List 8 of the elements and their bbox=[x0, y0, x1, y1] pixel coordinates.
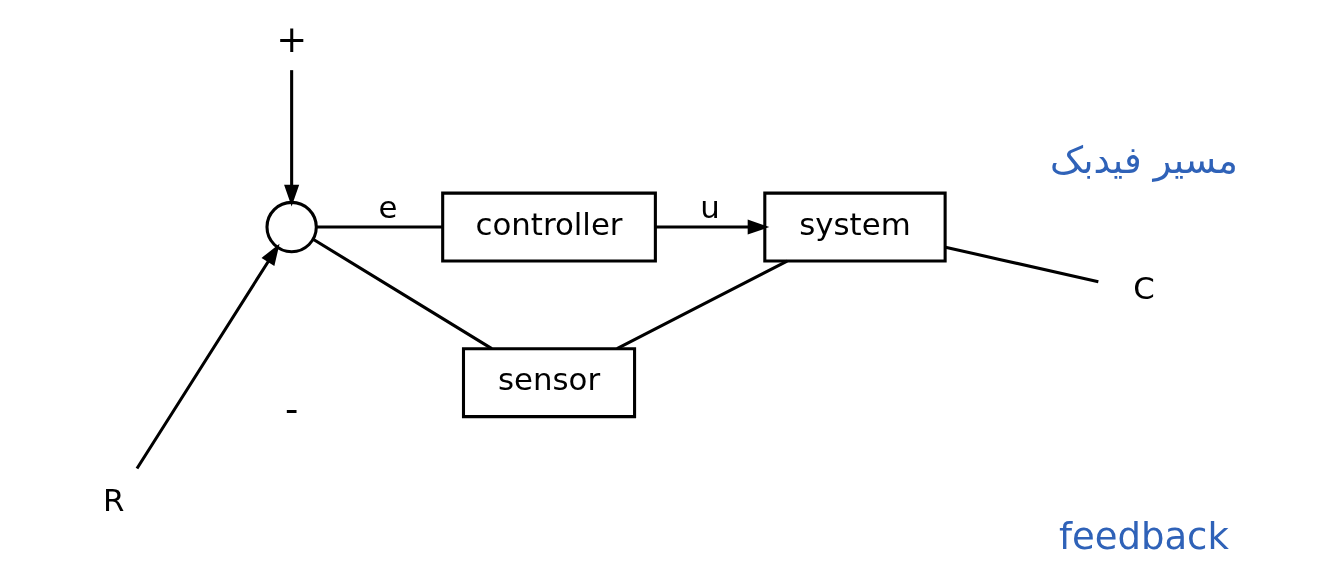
node-text: R bbox=[102, 481, 125, 518]
edge-label: e bbox=[378, 188, 398, 225]
label: - bbox=[284, 387, 299, 431]
label: feedback bbox=[1059, 515, 1229, 559]
node-text: C bbox=[1133, 270, 1155, 307]
label: مسیر فیدبک bbox=[1050, 139, 1238, 183]
edge-label: u bbox=[700, 188, 720, 225]
label: + bbox=[276, 17, 308, 61]
